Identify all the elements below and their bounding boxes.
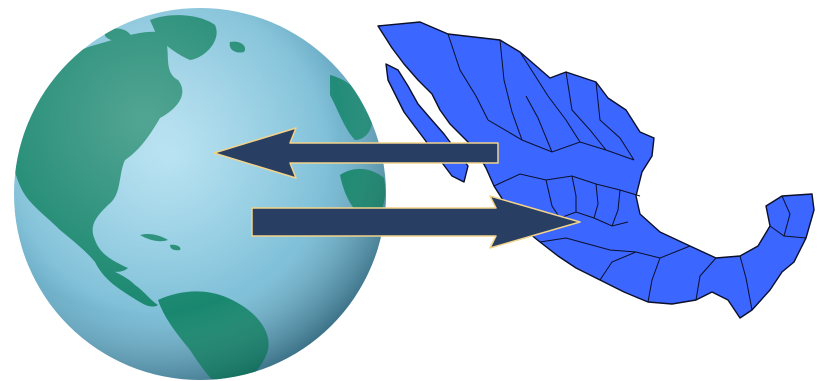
mexico-map-icon xyxy=(377,21,815,319)
globe-icon xyxy=(14,8,386,380)
arrow-right-icon xyxy=(251,195,581,249)
arrow-left-icon xyxy=(213,127,499,179)
